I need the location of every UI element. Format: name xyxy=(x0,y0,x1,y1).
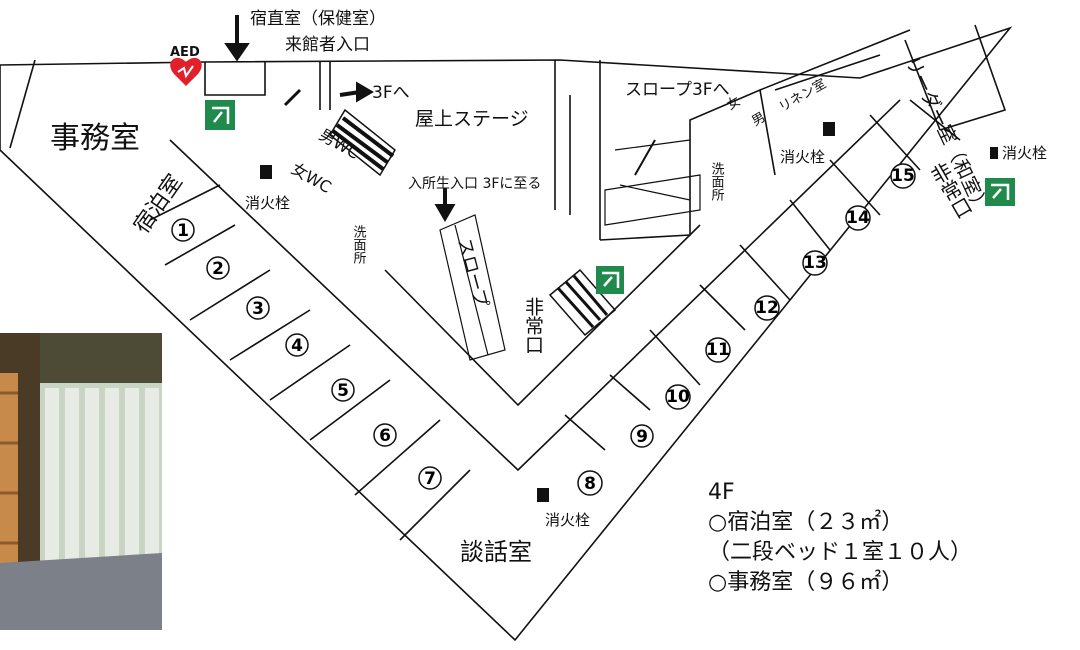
entrant-entrance-label: 入所生入口 3Fに至る xyxy=(408,176,541,192)
washroom-label-right: 洗面所 xyxy=(709,162,725,201)
room-photo-image xyxy=(0,333,162,630)
legend-lodging: ○宿泊室（２３㎡） xyxy=(708,510,904,535)
floor-label: 4F xyxy=(708,480,735,505)
stairs-emergency xyxy=(548,268,617,337)
slope-ramp xyxy=(439,214,506,361)
mens-sm-label: 男 xyxy=(750,110,769,129)
night-duty-label: 宿直室（保健室） xyxy=(250,9,386,29)
emergency-exit-label: 非常口 xyxy=(522,297,544,354)
svg-text:5: 5 xyxy=(337,381,349,401)
exit-sign-2 xyxy=(596,266,624,294)
room-15: 15 xyxy=(890,163,916,189)
building-outline xyxy=(0,24,1013,642)
stairs-wc xyxy=(329,108,396,177)
legend-office: ○事務室（９６㎡） xyxy=(708,570,904,595)
svg-text:8: 8 xyxy=(584,474,596,494)
hydrant-icon xyxy=(823,122,835,136)
slope-label: スロープ xyxy=(453,236,492,310)
room-9: 9 xyxy=(630,424,654,448)
svg-text:2: 2 xyxy=(212,259,224,279)
hydrant-icon xyxy=(990,147,998,159)
slope-3f-label: スロープ3Fへ xyxy=(625,80,730,100)
outer-wall xyxy=(0,26,1013,642)
svg-text:消火栓: 消火栓 xyxy=(780,148,825,166)
corridor-outer-wall xyxy=(169,99,901,472)
room-2: 2 xyxy=(206,256,230,280)
hydrant-icon xyxy=(537,488,549,502)
roof-stage-label: 屋上ステージ xyxy=(415,108,529,130)
svg-text:11: 11 xyxy=(706,340,730,360)
aed-marker: AED xyxy=(170,45,202,86)
svg-text:15: 15 xyxy=(891,166,915,186)
legend-bunk-note: （二段ベッド１室１０人） xyxy=(708,540,973,565)
washroom-label-left: 洗面所 xyxy=(351,225,367,264)
svg-text:消火栓: 消火栓 xyxy=(545,511,590,529)
corridor-inner-wall xyxy=(384,224,701,407)
floor-legend: 4F ○宿泊室（２３㎡） （二段ベッド１室１０人） ○事務室（９６㎡） xyxy=(708,478,972,598)
room-number-markers: 1 2 3 4 5 6 7 8 9 10 11 12 13 14 15 xyxy=(171,163,916,496)
room-photo xyxy=(0,333,162,630)
svg-text:9: 9 xyxy=(636,427,648,447)
exit-sign-3 xyxy=(985,178,1015,206)
svg-text:4: 4 xyxy=(291,336,303,356)
room-7: 7 xyxy=(418,466,442,490)
hydrant-2: 消火栓 xyxy=(780,122,835,166)
svg-text:12: 12 xyxy=(755,298,779,318)
lounge-label: 談話室 xyxy=(460,538,532,566)
hydrant-4: 消火栓 xyxy=(537,488,590,529)
visitor-entrance-label: 来館者入口 xyxy=(285,35,370,55)
room-13: 13 xyxy=(802,250,828,276)
arrow-diag-icon xyxy=(283,88,302,107)
svg-text:消火栓: 消火栓 xyxy=(1002,144,1047,162)
room-6: 6 xyxy=(373,423,397,447)
exit-sign-1 xyxy=(205,100,235,130)
svg-text:7: 7 xyxy=(424,469,436,489)
svg-text:AED: AED xyxy=(170,45,200,60)
room-4: 4 xyxy=(285,333,309,357)
office-wall xyxy=(9,59,36,149)
room-11: 11 xyxy=(705,337,731,363)
slope-3f xyxy=(604,139,701,226)
hydrant-1: 消火栓 xyxy=(245,165,290,212)
arrow-diag-icon xyxy=(634,139,656,176)
svg-text:消火栓: 消火栓 xyxy=(245,194,290,212)
svg-text:14: 14 xyxy=(846,208,870,228)
room-3: 3 xyxy=(246,296,270,320)
hydrant-icon xyxy=(260,165,272,179)
room-5: 5 xyxy=(331,378,355,402)
room-8: 8 xyxy=(577,470,603,496)
office-label: 事務室 xyxy=(50,121,140,156)
svg-text:10: 10 xyxy=(666,387,690,407)
room-14: 14 xyxy=(845,205,871,231)
womens-wc-label: 女WC xyxy=(288,159,335,197)
mens-wc-label: 男WC xyxy=(316,125,363,163)
svg-text:6: 6 xyxy=(379,426,391,446)
hydrant-3: 消火栓 xyxy=(990,144,1047,162)
svg-text:1: 1 xyxy=(177,221,189,241)
to-3f-label: 3Fへ xyxy=(372,83,410,103)
svg-text:3: 3 xyxy=(252,299,264,319)
room-1: 1 xyxy=(171,218,195,242)
room-12: 12 xyxy=(754,295,780,321)
arrows xyxy=(224,15,656,222)
svg-text:13: 13 xyxy=(803,253,827,273)
room-10: 10 xyxy=(665,384,691,410)
